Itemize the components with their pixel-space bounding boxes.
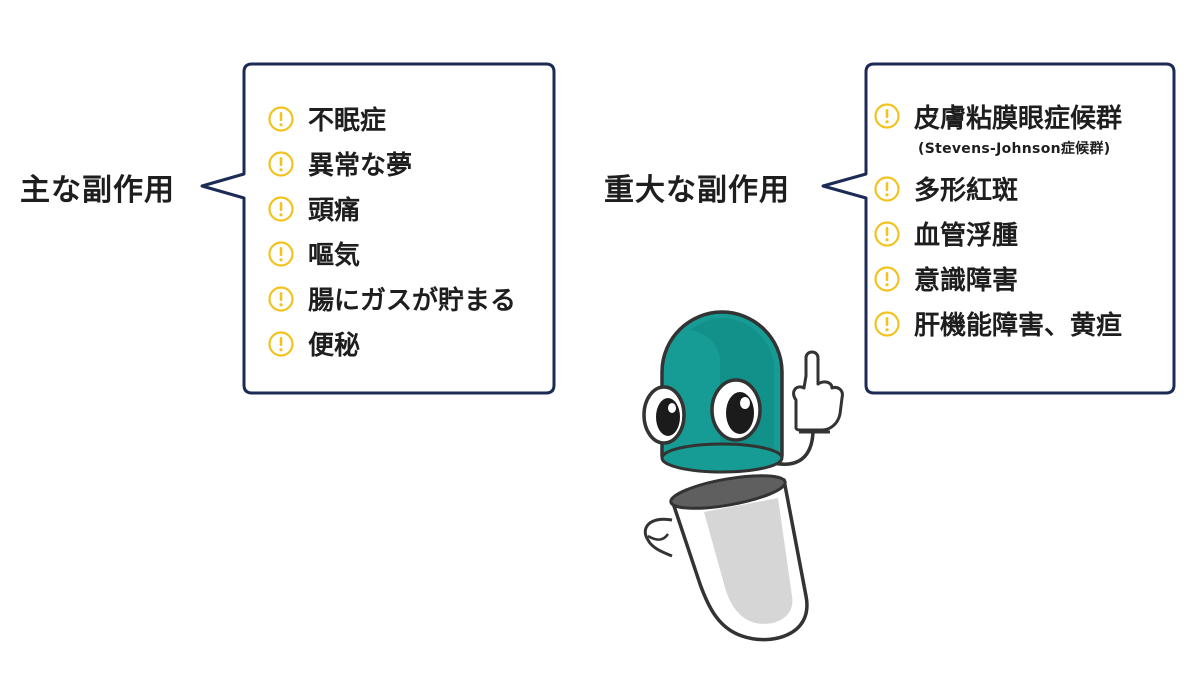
serious-side-effects-list: 皮膚粘膜眼症候群 (Stevens-Johnson症候群) 多形紅斑 血管浮腫 … <box>874 96 1122 346</box>
mascot-pointing-hand <box>792 350 844 432</box>
exclamation-circle-icon <box>874 103 900 129</box>
exclamation-circle-icon <box>268 105 294 132</box>
exclamation-circle-icon <box>268 285 294 312</box>
list-item: 嘔気 <box>268 231 516 276</box>
list-item: 肝機能障害、黄疸 <box>874 301 1122 346</box>
left-callout-bubble <box>200 62 556 395</box>
list-item: 血管浮腫 <box>874 211 1122 256</box>
heading-serious-side-effects: 重大な副作用 <box>604 173 790 208</box>
side-effect-label: 血管浮腫 <box>914 221 1019 251</box>
mascot-body <box>669 474 809 642</box>
exclamation-circle-icon <box>268 150 294 177</box>
exclamation-circle-icon <box>268 195 294 222</box>
main-side-effects-list: 不眠症 異常な夢 頭痛 嘔気 腸にガスが貯まる 便秘 <box>268 96 516 366</box>
side-effect-note: (Stevens-Johnson症候群) <box>918 141 1111 157</box>
mascot-left-arm <box>643 517 673 558</box>
side-effect-label: 皮膚粘膜眼症候群 <box>914 103 1123 134</box>
heading-main-side-effects: 主な副作用 <box>20 173 175 208</box>
side-effect-label: 嘔気 <box>308 241 361 271</box>
side-effect-label: 意識障害 <box>914 266 1019 296</box>
list-item: 多形紅斑 <box>874 166 1122 211</box>
exclamation-circle-icon <box>874 175 900 202</box>
list-item: 意識障害 <box>874 256 1122 301</box>
side-effect-label: 多形紅斑 <box>914 176 1019 206</box>
list-item: 頭痛 <box>268 186 516 231</box>
side-effect-label: 不眠症 <box>308 106 387 136</box>
side-effect-label: 肝機能障害、黄疸 <box>914 311 1123 341</box>
exclamation-circle-icon <box>268 240 294 267</box>
list-item: 不眠症 <box>268 96 516 141</box>
exclamation-circle-icon <box>874 220 900 247</box>
list-item: 異常な夢 <box>268 141 516 186</box>
list-item: 皮膚粘膜眼症候群 (Stevens-Johnson症候群) <box>874 96 1122 158</box>
exclamation-circle-icon <box>874 310 900 337</box>
exclamation-circle-icon <box>874 265 900 292</box>
list-item: 腸にガスが貯まる <box>268 276 516 321</box>
side-effect-label: 便秘 <box>308 331 361 361</box>
side-effect-label: 腸にガスが貯まる <box>308 286 517 316</box>
side-effect-label: 異常な夢 <box>308 151 413 181</box>
side-effect-label: 頭痛 <box>308 196 361 226</box>
mascot-eyes <box>642 378 762 445</box>
list-item: 便秘 <box>268 321 516 366</box>
exclamation-circle-icon <box>268 330 294 357</box>
right-callout-bubble <box>821 62 1176 395</box>
